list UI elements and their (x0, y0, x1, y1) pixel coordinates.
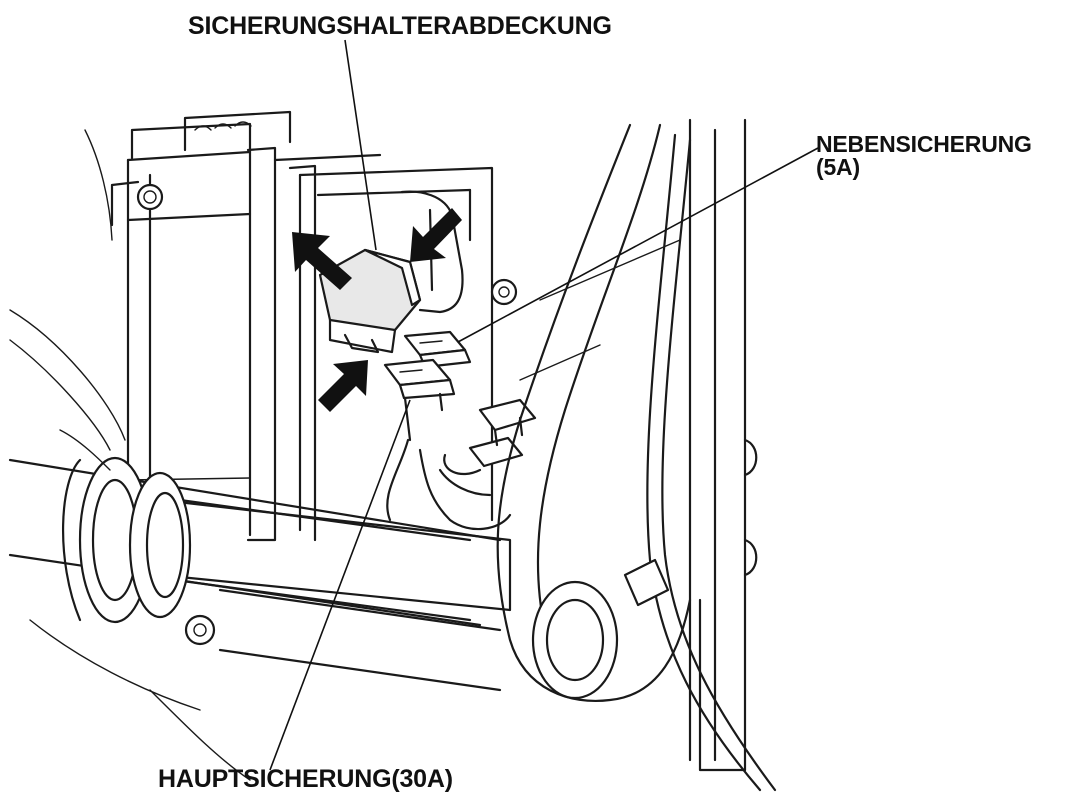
main-fuse-30a (383, 358, 456, 442)
frame-tubes (8, 456, 512, 692)
battery-housing (110, 110, 292, 537)
label-sub-fuse-line2: (5A) (816, 154, 860, 180)
background-curves (9, 129, 251, 781)
leader-lines (269, 39, 819, 771)
arrow-up-left (292, 232, 352, 290)
leader-cover (344, 39, 377, 251)
swing-arm (496, 118, 777, 792)
label-sub-fuse: NEBENSICHERUNG (5A) (816, 133, 1032, 179)
leader-sub-fuse (457, 147, 819, 343)
leader-main-fuse (269, 399, 411, 771)
label-fuse-holder-cover: SICHERUNGSHALTERABDECKUNG (188, 12, 612, 40)
fuse-holder-cover (318, 248, 422, 354)
arrow-up-right (318, 360, 368, 412)
arrow-down-left (410, 208, 462, 262)
wiring-harness (386, 398, 537, 531)
label-main-fuse: HAUPTSICHERUNG(30A) (158, 765, 453, 793)
label-sub-fuse-line1: NEBENSICHERUNG (816, 131, 1032, 157)
fuse-holder-box (298, 166, 518, 532)
battery-strap (246, 146, 382, 542)
